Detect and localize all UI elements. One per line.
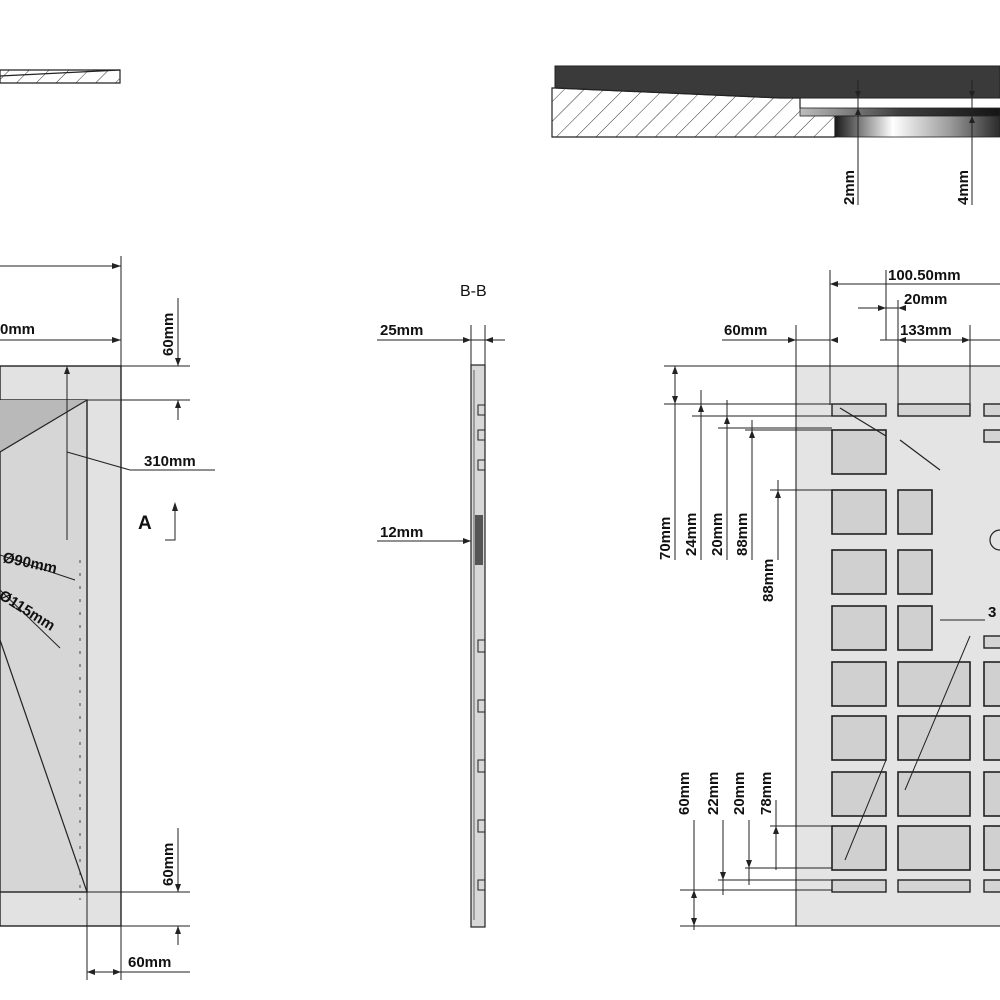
right-60mm-label: 60mm — [724, 322, 767, 339]
grid-slot — [897, 879, 971, 893]
grid-cell — [983, 715, 1000, 761]
right-plan-view — [795, 365, 1000, 927]
grid-cell — [831, 825, 887, 871]
right-78mm-label: 78mm — [758, 772, 775, 815]
detail-4mm-label: 4mm — [955, 170, 972, 205]
right-20mm-vertical-label: 20mm — [709, 513, 726, 556]
grid-slot — [983, 403, 1000, 417]
section-title-bb: B-B — [460, 283, 487, 300]
right-133mm-label: 133mm — [900, 322, 952, 339]
left-dimension-lines — [0, 256, 215, 980]
section-bb-profile — [377, 325, 505, 928]
grid-cell — [897, 825, 971, 871]
grid-cell — [897, 489, 933, 535]
grid-cell — [897, 715, 971, 761]
grid-cell — [831, 489, 887, 535]
grid-cell — [897, 605, 933, 651]
right-22mm-label: 22mm — [705, 772, 722, 815]
top-left-section-strip — [0, 69, 121, 84]
right-88mm-label-a: 88mm — [734, 513, 751, 556]
grid-cell — [831, 549, 887, 595]
left-310mm-label: 310mm — [144, 453, 196, 470]
left-bottom-60mm-label: 60mm — [160, 843, 177, 886]
view-marker-a: A — [138, 513, 152, 534]
grid-slot — [983, 429, 1000, 443]
right-20mm-label: 20mm — [904, 291, 947, 308]
right-20mm-bottom-label: 20mm — [731, 772, 748, 815]
right-60mm-bottom-label: 60mm — [676, 772, 693, 815]
grid-slot — [897, 403, 971, 417]
section-12mm-label: 12mm — [380, 524, 423, 541]
right-88mm-label-b: 88mm — [760, 559, 777, 602]
grid-cell — [831, 771, 887, 817]
grid-slot — [831, 403, 887, 417]
left-plan-view — [0, 365, 122, 927]
grid-cell — [831, 715, 887, 761]
right-24mm-label: 24mm — [683, 513, 700, 556]
grid-cell — [983, 661, 1000, 707]
grid-slot — [983, 879, 1000, 893]
right-grid-cells — [831, 403, 1000, 893]
grid-cell — [831, 605, 887, 651]
right-3-label: 3 — [988, 604, 996, 621]
left-bottom-horizontal-60mm-label: 60mm — [128, 954, 171, 971]
grid-cell — [831, 661, 887, 707]
grid-cell — [897, 661, 971, 707]
grid-cell — [983, 825, 1000, 871]
grid-cell — [897, 771, 971, 817]
right-100-50mm-label: 100.50mm — [888, 267, 961, 284]
grid-cell — [897, 549, 933, 595]
detail-2mm-label: 2mm — [841, 170, 858, 205]
grid-cell — [983, 771, 1000, 817]
top-right-detail-section — [551, 65, 1000, 205]
grid-slot — [831, 879, 887, 893]
left-top-60mm-label: 60mm — [160, 313, 177, 356]
grid-slot — [983, 635, 1000, 649]
section-25mm-label: 25mm — [380, 322, 423, 339]
left-top-width-label: 0mm — [0, 321, 35, 338]
grid-cell — [831, 429, 887, 475]
right-70mm-label: 70mm — [657, 517, 674, 560]
right-dimension-lines — [664, 270, 1000, 930]
